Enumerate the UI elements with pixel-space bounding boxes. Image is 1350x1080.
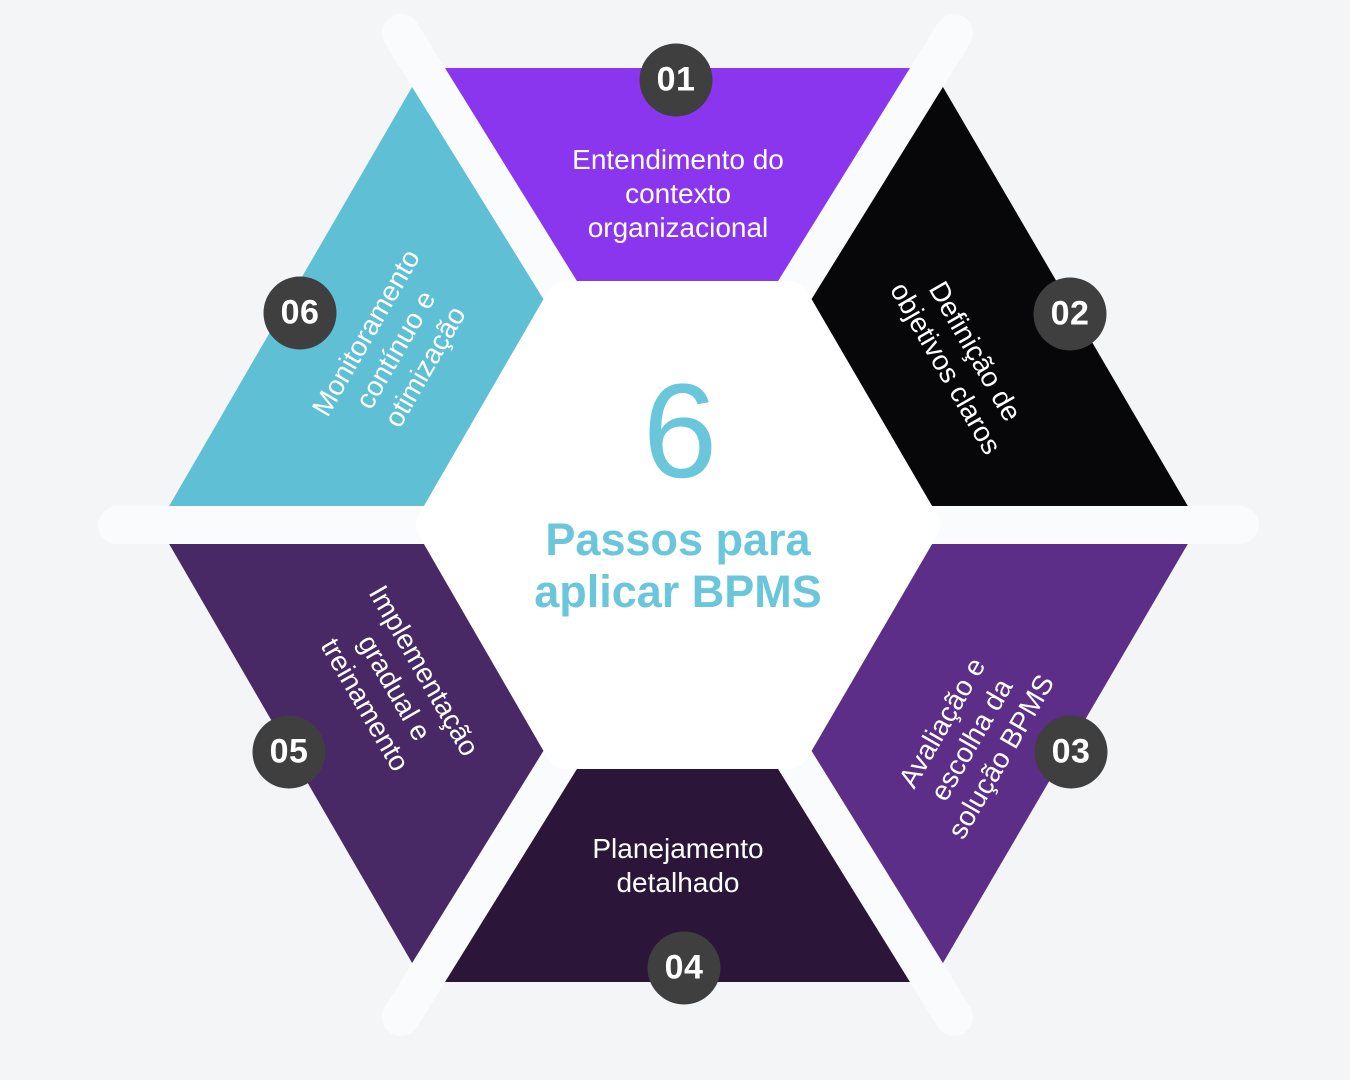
separator-line xyxy=(761,717,973,1036)
center-hexagon xyxy=(416,281,940,769)
step-badge-05: 05 xyxy=(252,715,326,789)
center-step-count: 6 xyxy=(642,357,718,506)
step-badge-06: 06 xyxy=(263,276,337,350)
separator-line xyxy=(382,14,594,333)
step-badge-01: 01 xyxy=(639,43,713,117)
step-badge-04: 04 xyxy=(647,931,721,1005)
center-title: Passos para aplicar BPMS xyxy=(534,513,822,617)
step-badge-02: 02 xyxy=(1033,277,1107,351)
step-badge-03: 03 xyxy=(1034,715,1108,789)
separator-line xyxy=(761,14,973,333)
separator-line xyxy=(382,717,594,1036)
